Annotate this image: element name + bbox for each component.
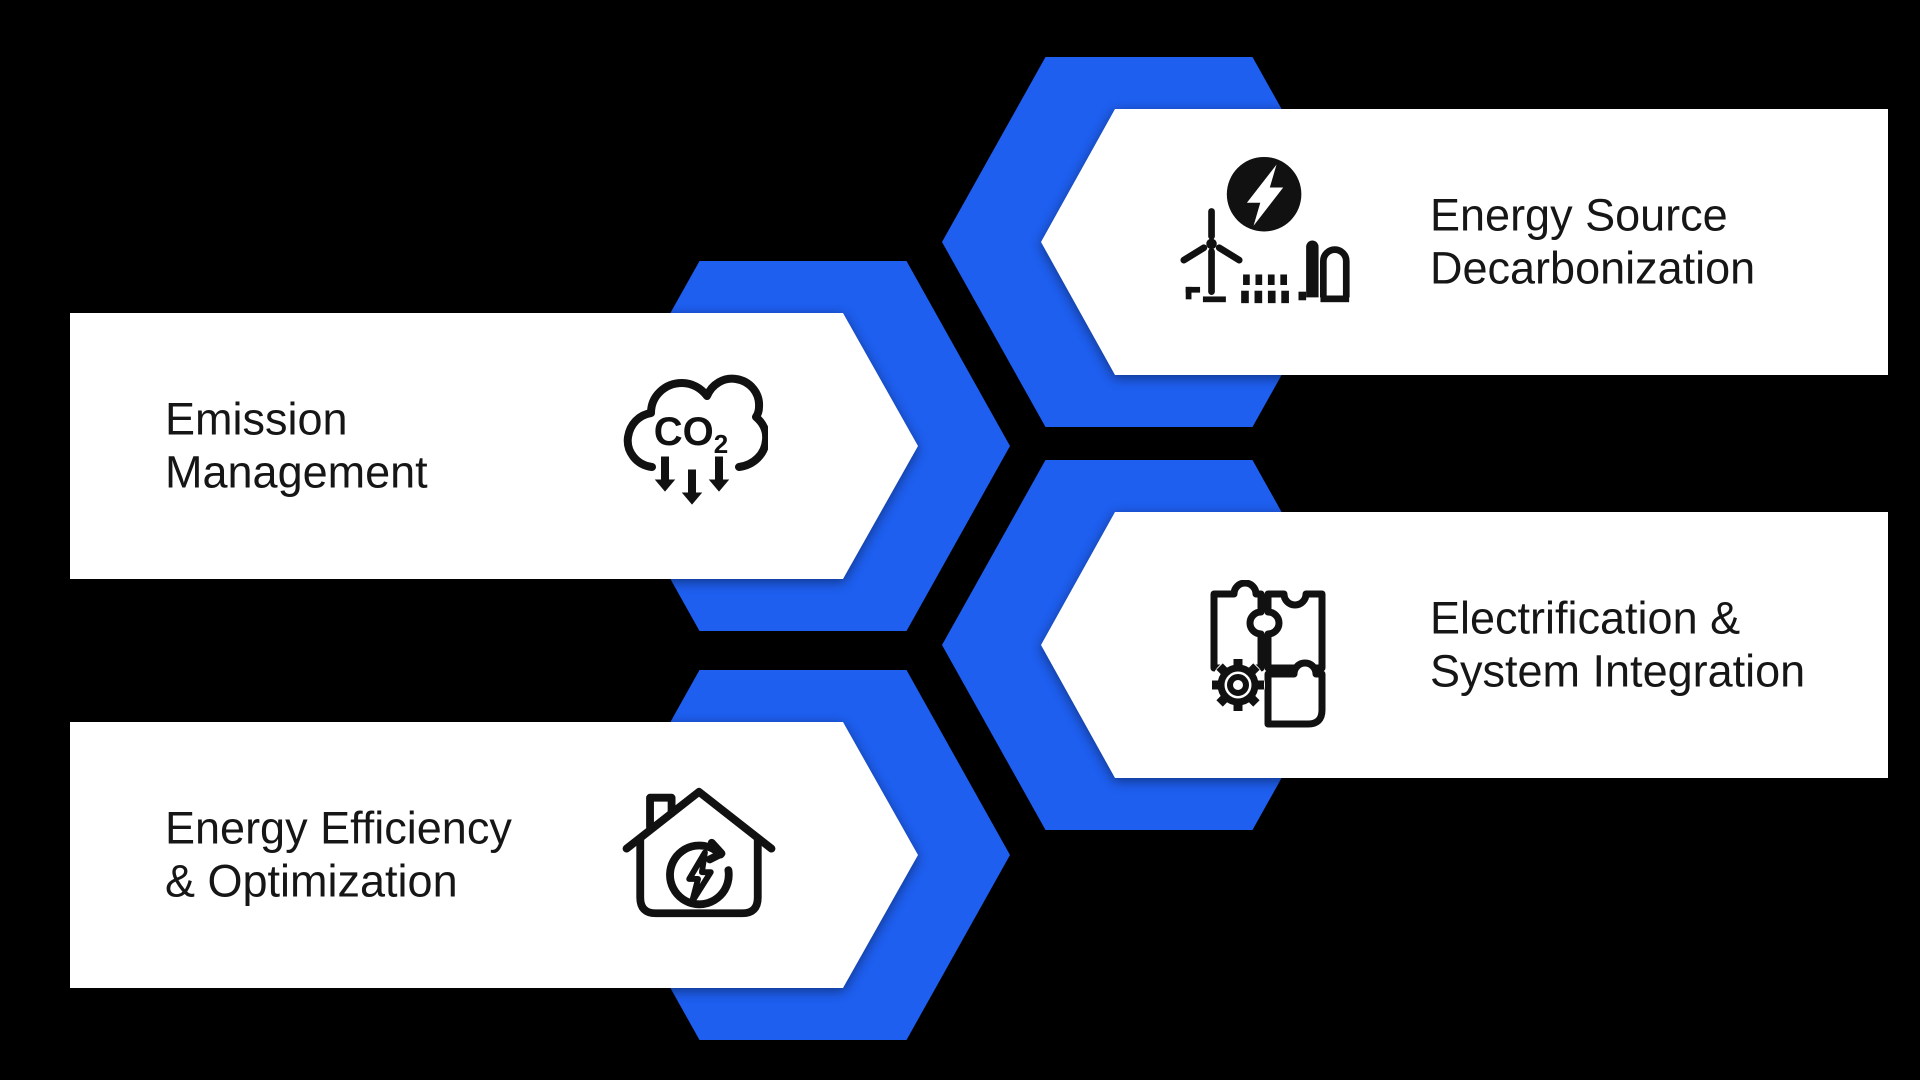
card-title: Emission Management	[165, 393, 428, 498]
card-emission-management: CO2 Emission Management	[70, 313, 918, 579]
turbine-base	[1185, 286, 1226, 303]
chimney	[646, 793, 676, 832]
house-walls	[636, 834, 762, 918]
charging-station-icon	[1298, 240, 1350, 303]
roof	[622, 787, 776, 853]
card-title: Energy Efficiency & Optimization	[165, 802, 512, 907]
down-arrows	[648, 453, 736, 510]
card-electrification-system-integration: Electrification & System Integration	[1041, 512, 1888, 778]
card-title-line1: Energy Source	[1430, 189, 1728, 241]
card-title-line1: Energy Efficiency	[165, 802, 512, 854]
card-title: Energy Source Decarbonization	[1430, 189, 1755, 294]
cycle-arrow-head	[705, 838, 726, 864]
lightning-bolt-icon	[1246, 164, 1284, 226]
solar-panel-icon	[1241, 274, 1289, 304]
puzzle-piece-top-right	[1264, 590, 1326, 672]
power-sources-icon	[1180, 151, 1352, 311]
house-energy-icon	[620, 784, 778, 926]
lightning-bolt-outline	[686, 849, 714, 905]
co2-cloud-icon: CO2	[618, 365, 768, 511]
wind-turbine-icon	[1180, 208, 1243, 296]
card-energy-efficiency-optimization: Energy Efficiency & Optimization	[70, 722, 918, 988]
card-title-line2: System Integration	[1430, 645, 1806, 696]
card-title-line1: Electrification &	[1430, 592, 1741, 644]
card-title-line2: Decarbonization	[1430, 242, 1756, 293]
card-title: Electrification & System Integration	[1430, 592, 1805, 697]
card-title-line1: Emission	[165, 393, 348, 445]
cycle-arrow	[666, 841, 733, 909]
puzzle-piece-bottom-right	[1264, 659, 1326, 728]
co2-label: CO2	[654, 410, 728, 459]
puzzle-piece-top-left	[1210, 580, 1265, 672]
card-title-line2: Management	[165, 446, 428, 497]
gear-icon	[1211, 658, 1265, 712]
puzzle-gear-icon	[1198, 580, 1332, 728]
card-title-line2: & Optimization	[165, 855, 458, 906]
card-energy-source-decarbonization: Energy Source Decarbonization	[1041, 109, 1888, 375]
